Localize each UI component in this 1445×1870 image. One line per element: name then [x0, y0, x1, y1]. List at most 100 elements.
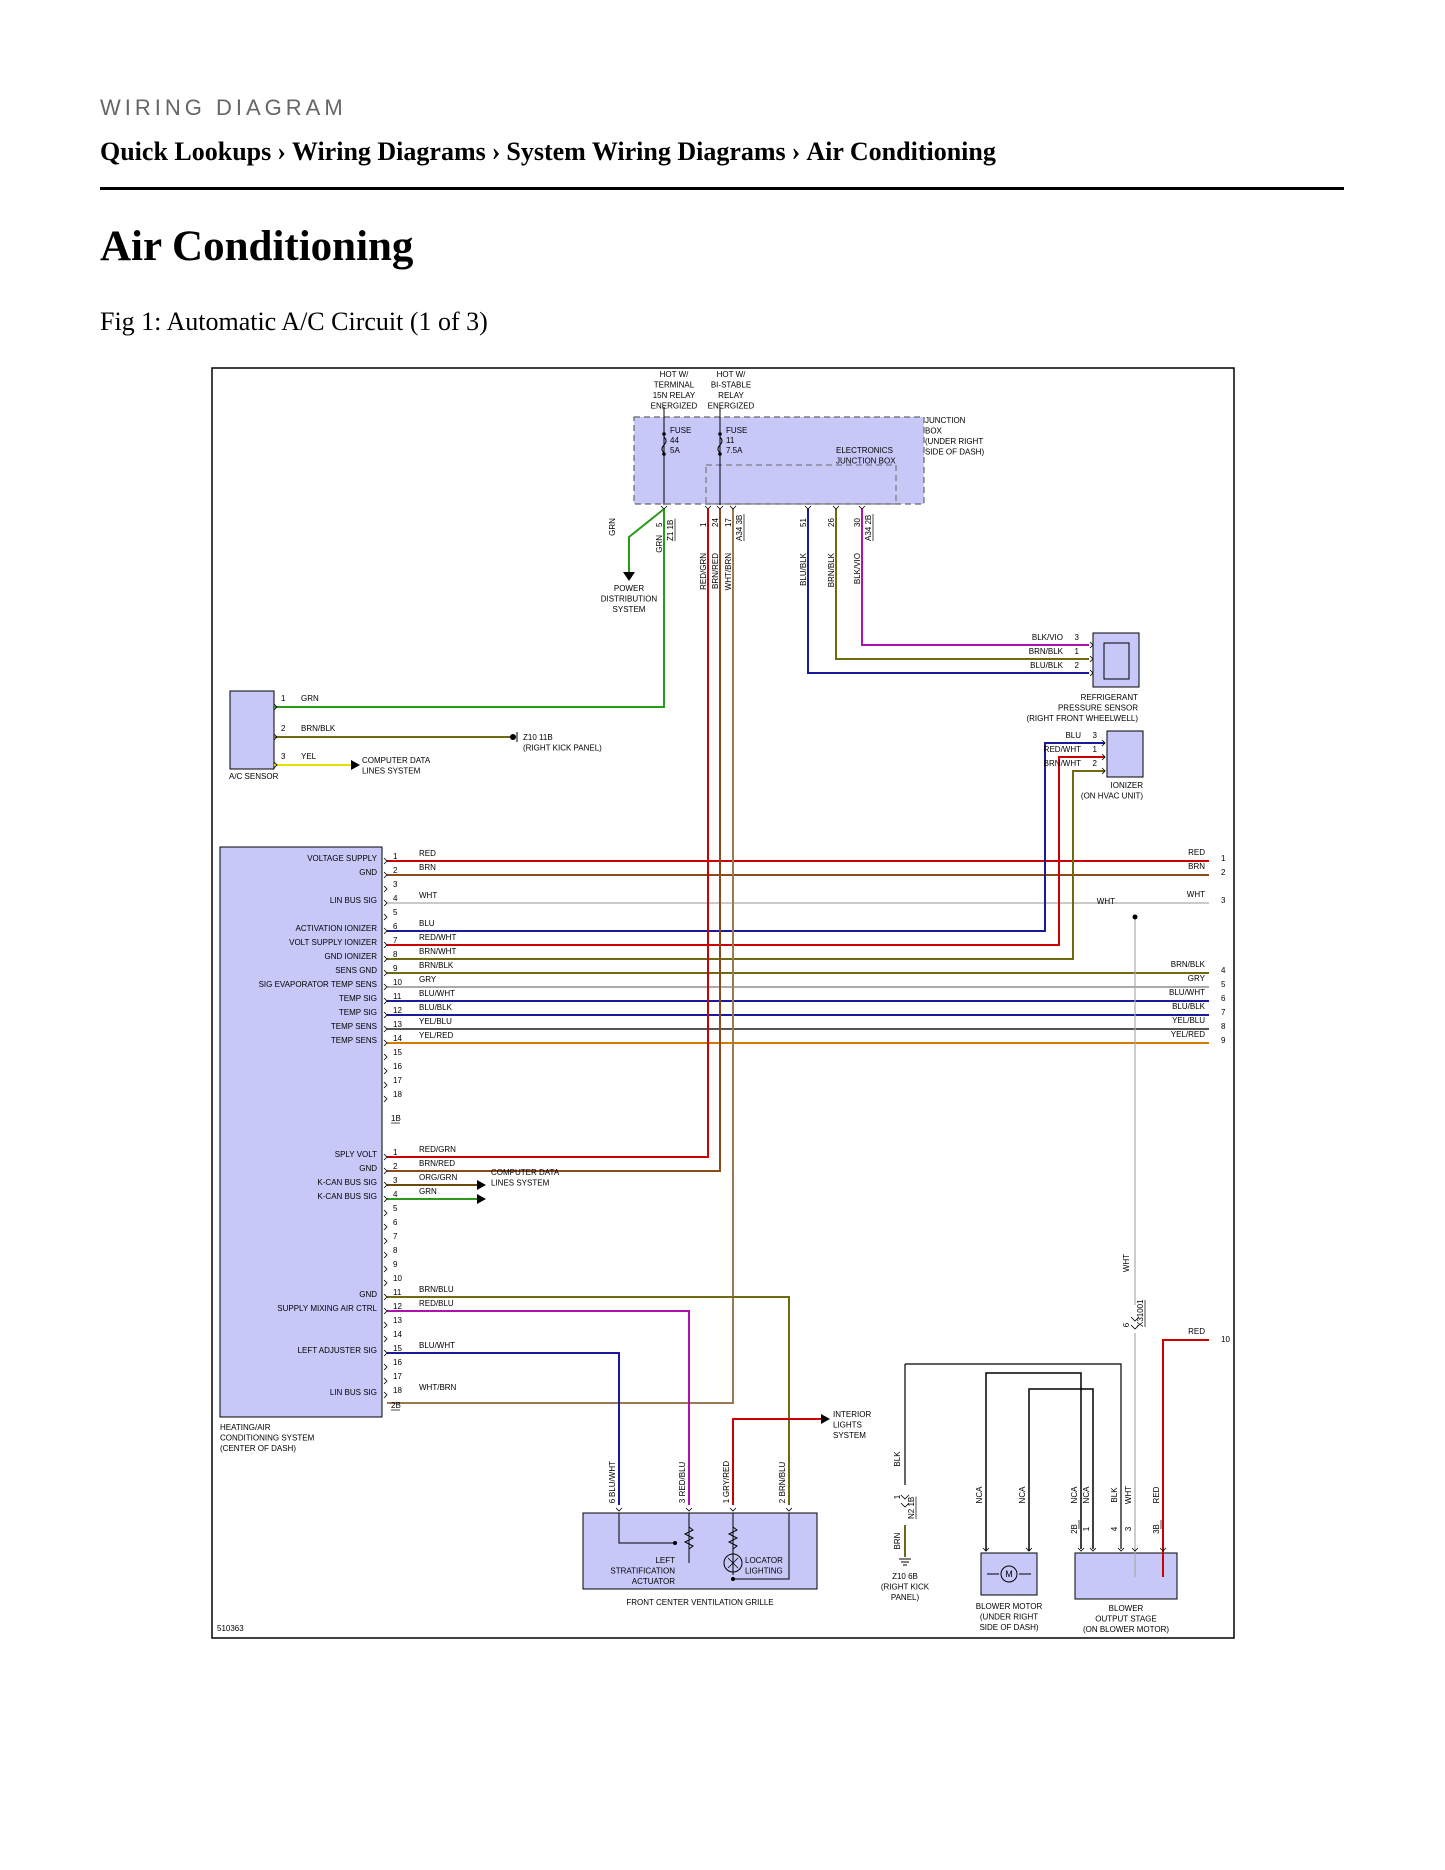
- jb-connector-name: A34 3B: [735, 515, 744, 541]
- wire-redblu: [387, 1310, 690, 1505]
- motor-icon: [1000, 1565, 1018, 1583]
- pin-terminal: [832, 505, 840, 510]
- signal-name: VOLT SUPPLY IONIZER: [289, 938, 377, 947]
- pin-terminal: [615, 1507, 623, 1512]
- wire-color: NCA: [1070, 1486, 1079, 1504]
- wire-color: BRN/WHT: [1044, 759, 1081, 768]
- wire-nca-1: [985, 1372, 1082, 1551]
- pin-terminal: [383, 1391, 388, 1399]
- resistor-icon: [683, 1526, 695, 1550]
- wire-red-10: [1162, 1339, 1209, 1577]
- pin-terminal: [383, 1081, 388, 1089]
- pin-number: 12: [393, 1302, 402, 1311]
- pin-number: 1: [393, 852, 398, 861]
- wire-color: BRN/BLU: [419, 1285, 454, 1294]
- motor-symbol: M: [1005, 1569, 1013, 1579]
- wire-color: RED: [1188, 848, 1205, 857]
- connector-name: 1B: [391, 1114, 401, 1123]
- header-rule: [100, 187, 1344, 190]
- wire-color: WHT/BRN: [419, 1383, 457, 1392]
- pin-number: 2B: [1070, 1524, 1079, 1534]
- diagram-label: 11: [726, 436, 735, 445]
- pin-terminal: [1131, 1547, 1139, 1552]
- pin-number: 7: [393, 1232, 398, 1241]
- breadcrumb-item[interactable]: System Wiring Diagrams: [506, 137, 786, 166]
- pin-terminal: [383, 1053, 388, 1061]
- wire-brnblu: [387, 1296, 790, 1505]
- pin-terminal: [716, 505, 724, 510]
- jb-connector-name: A34 2B: [864, 515, 873, 541]
- connector-name: X31001: [1136, 1299, 1145, 1327]
- wire-color: BRN/BLK: [301, 724, 336, 733]
- pin-terminal: [383, 1181, 388, 1189]
- wire-color: BLU: [419, 919, 435, 928]
- pin-number: 13: [393, 1316, 402, 1325]
- signal-name: TEMP SIG: [339, 1008, 377, 1017]
- wire-color: BRN/BLK: [1029, 647, 1064, 656]
- pin-number: 5: [393, 908, 398, 917]
- pin-number: 18: [393, 1090, 402, 1099]
- page-title: Air Conditioning: [100, 223, 414, 270]
- signal-name: GND IONIZER: [325, 952, 378, 961]
- pin-number: 7: [1221, 1008, 1226, 1017]
- pin-terminal: [982, 1547, 990, 1552]
- pin-terminal: [273, 703, 278, 711]
- breadcrumb-item-current[interactable]: Air Conditioning: [806, 137, 996, 166]
- wire-color: BLK: [1110, 1487, 1119, 1503]
- pin-terminal: [383, 1223, 388, 1231]
- pin-number: 8: [393, 950, 398, 959]
- diagram-label: ELECTRONICS: [836, 446, 893, 455]
- wire-color: GRY: [1188, 974, 1206, 983]
- diagram-label: BLOWER MOTOR: [976, 1602, 1043, 1611]
- diagram-label: BRN: [893, 1532, 902, 1549]
- pin-number: 16: [393, 1358, 402, 1367]
- diagram-label: (ON BLOWER MOTOR): [1083, 1625, 1169, 1634]
- pin-terminal: [1089, 641, 1094, 649]
- pin-number: 2: [1093, 759, 1098, 768]
- diagram-label: ENERGIZED: [708, 402, 755, 411]
- pin-terminal: [383, 1363, 388, 1371]
- breadcrumb-item[interactable]: Wiring Diagrams: [291, 137, 486, 166]
- diagram-label: RELAY: [718, 391, 744, 400]
- wire-color: BLU/WHT: [419, 1341, 455, 1350]
- arrow-down-icon: [623, 572, 635, 581]
- breadcrumb-item[interactable]: Quick Lookups: [100, 137, 272, 166]
- pin-number: 11: [393, 992, 402, 1001]
- signal-name: GND: [359, 1164, 377, 1173]
- connector-name: 2B: [391, 1401, 401, 1410]
- pin-terminal: [383, 1153, 388, 1161]
- signal-name: ACTIVATION IONIZER: [296, 924, 378, 933]
- wire-color: NCA: [975, 1486, 984, 1504]
- pin-number: 6: [1122, 1322, 1131, 1327]
- wire-color: BLU/BLK: [1172, 1002, 1206, 1011]
- diagram-label: STRATIFICATION: [610, 1567, 675, 1576]
- diagram-label: 7.5A: [726, 446, 743, 455]
- pin-number: 11: [393, 1288, 402, 1297]
- pin-terminal: [383, 1237, 388, 1245]
- diagram-label: 15N RELAY: [653, 391, 696, 400]
- wire-color: WHT: [419, 891, 437, 900]
- lamp-icon: [723, 1553, 743, 1573]
- diagram-label: SIDE OF DASH): [925, 448, 984, 457]
- pin-terminal: [273, 761, 278, 769]
- diagram-label: DISTRIBUTION: [601, 595, 658, 604]
- wire-color: RED/WHT: [1044, 745, 1081, 754]
- pin-terminal: [1089, 655, 1094, 663]
- ground-icon: [899, 1558, 911, 1566]
- wire-color: GRN: [419, 1187, 437, 1196]
- pin-terminal: [660, 505, 668, 510]
- diagram-label: HOT W/: [717, 370, 747, 379]
- wire-refrigerant: [861, 509, 1089, 646]
- wire-color: RED: [1152, 1486, 1161, 1503]
- wire-color: BLU/WHT: [608, 1461, 617, 1497]
- wire-jb-feed: [387, 509, 709, 1158]
- diagram-label: BI-STABLE: [711, 381, 751, 390]
- arrow-icon: [477, 1194, 486, 1204]
- signal-name: SUPPLY MIXING AIR CTRL: [277, 1304, 377, 1313]
- pin-terminal: [383, 857, 388, 865]
- wire-nca-2: [1028, 1388, 1094, 1551]
- pin-terminal: [1077, 1547, 1085, 1552]
- signal-name: LIN BUS SIG: [330, 896, 377, 905]
- pin-terminal: [383, 1167, 388, 1175]
- wire-refrigerant: [807, 509, 1089, 674]
